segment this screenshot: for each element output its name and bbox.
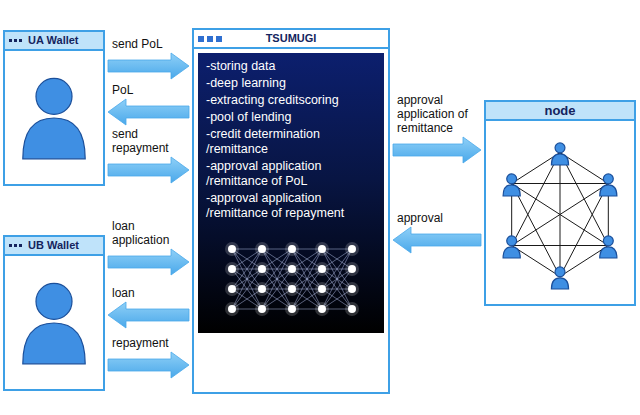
person-icon (551, 143, 568, 165)
box-header: UA Wallet (5, 32, 103, 51)
box-net: node (484, 100, 636, 306)
box-title: UA Wallet (28, 34, 79, 46)
box-wallet: UB Wallet (3, 235, 105, 391)
arrow-label: PoL (110, 83, 135, 97)
box-header: TSUMUGI (194, 30, 388, 49)
block-arrow (108, 53, 189, 79)
box-hub: TSUMUGI -storing data -deep learning -extra… (192, 28, 390, 394)
function-panel: -storing data -deep learning -extracting c… (198, 53, 384, 333)
block-arrow (393, 227, 481, 253)
box-wallet: UA Wallet (3, 30, 105, 186)
arrow-label: loan application (110, 219, 187, 247)
box-title: UB Wallet (28, 239, 79, 251)
arrow-label: send PoL (110, 37, 165, 51)
function-item: -pool of lending (206, 110, 378, 125)
box-header: UB Wallet (5, 237, 103, 256)
function-item: -storing data (206, 59, 378, 74)
person-icon (600, 174, 617, 196)
function-item: -extracting creditscoring (206, 93, 378, 108)
person-icon (503, 174, 520, 196)
box-header: node (486, 102, 634, 121)
header-dots (9, 39, 24, 42)
person-icon (503, 236, 520, 258)
person-icon (23, 283, 85, 363)
box-title: node (544, 103, 575, 118)
person-icon (23, 78, 85, 158)
person-icon (600, 236, 617, 258)
block-arrow (108, 249, 189, 275)
arrow-label: approval (395, 211, 445, 225)
person-illustration (5, 51, 103, 203)
box-title: TSUMUGI (266, 32, 317, 44)
block-arrow (108, 352, 189, 378)
function-item: -credit determination /remittance (206, 127, 378, 157)
neural-net-graphic (202, 229, 382, 329)
block-arrow (108, 99, 189, 125)
arrow-label: approval application of remittance (395, 93, 479, 135)
header-dots (198, 36, 225, 42)
network-illustration (486, 121, 634, 323)
function-item: -approval application /remittance of PoL (206, 159, 378, 189)
function-item: -deep learning (206, 76, 378, 91)
person-icon (551, 267, 568, 289)
header-dots (9, 244, 24, 247)
block-arrow (108, 302, 189, 328)
arrow-label: send repayment (110, 127, 187, 155)
function-item: -approval application /remittance of rep… (206, 191, 378, 221)
person-illustration (5, 256, 103, 408)
arrow-label: loan (110, 286, 137, 300)
block-arrow (393, 137, 481, 163)
arrow-label: repayment (110, 336, 171, 350)
block-arrow (108, 157, 189, 183)
